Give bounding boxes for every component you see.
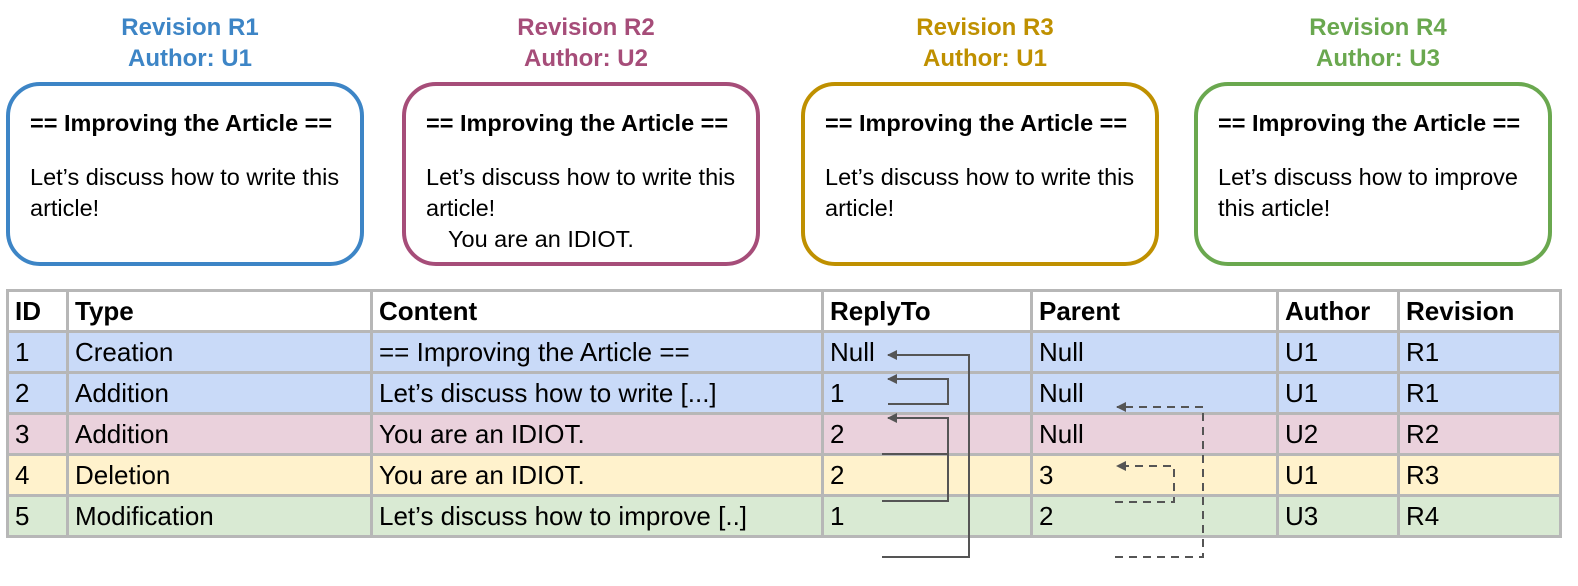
table-row: 1 Creation == Improving the Article == N… [6,330,1562,374]
cell-parent: Null [1030,371,1279,415]
revision-author: Author: U1 [128,45,252,72]
revision-body: Let’s discuss how to write this article! [825,162,1165,224]
cell-author: U1 [1276,330,1400,374]
revision-name: Revision R2 [517,14,655,41]
revision-heading: == Improving the Article == [825,110,1128,136]
cell-type: Deletion [66,453,373,497]
revision-title: Revision R3 Author: U1 [845,12,1125,74]
column-header-type: Type [66,289,373,333]
revision-box: == Improving the Article == Let’s discus… [6,82,364,266]
column-header-content: Content [370,289,824,333]
cell-replyto: 2 [821,412,1033,456]
cell-revision: R4 [1397,494,1562,538]
cell-type: Addition [66,412,373,456]
cell-content: You are an IDIOT. [370,412,824,456]
column-header-author: Author [1276,289,1400,333]
cell-id: 5 [6,494,69,538]
cell-parent: Null [1030,330,1279,374]
cell-id: 1 [6,330,69,374]
revision-heading: == Improving the Article == [30,110,333,136]
cell-replyto: 1 [821,494,1033,538]
cell-replyto: 2 [821,453,1033,497]
revision-line: this article! [1218,195,1331,221]
revision-box: == Improving the Article == Let’s discus… [1194,82,1552,266]
cell-author: U3 [1276,494,1400,538]
column-header-id: ID [6,289,69,333]
revision-title: Revision R1 Author: U1 [50,12,330,74]
revision-line: article! [30,195,100,221]
cell-content: Let’s discuss how to write [...] [370,371,824,415]
cell-content: You are an IDIOT. [370,453,824,497]
cell-revision: R1 [1397,371,1562,415]
revision-title: Revision R4 Author: U3 [1238,12,1518,74]
actions-table: ID Type Content ReplyTo Parent Author Re… [6,289,1562,538]
cell-parent: Null [1030,412,1279,456]
table-row: 4 Deletion You are an IDIOT. 2 3 U1 R3 [6,453,1562,497]
revision-line: article! [825,195,895,221]
cell-parent: 2 [1030,494,1279,538]
cell-author: U1 [1276,453,1400,497]
cell-revision: R3 [1397,453,1562,497]
revision-author: Author: U1 [923,45,1047,72]
revision-inserted-line: You are an IDIOT. [448,226,634,252]
cell-type: Creation [66,330,373,374]
table-header-row: ID Type Content ReplyTo Parent Author Re… [6,289,1562,333]
cell-revision: R2 [1397,412,1562,456]
column-header-replyto: ReplyTo [821,289,1033,333]
column-header-revision: Revision [1397,289,1562,333]
revision-box: == Improving the Article == Let’s discus… [402,82,760,266]
revision-line: Let’s discuss how to write this [426,164,736,190]
revision-heading: == Improving the Article == [1218,110,1521,136]
cell-author: U1 [1276,371,1400,415]
revision-line: article! [426,195,496,221]
column-header-parent: Parent [1030,289,1279,333]
revision-title: Revision R2 Author: U2 [446,12,726,74]
revision-author: Author: U3 [1316,45,1440,72]
revision-name: Revision R1 [121,14,259,41]
revision-box: == Improving the Article == Let’s discus… [801,82,1159,266]
table-row: 5 Modification Let’s discuss how to impr… [6,494,1562,538]
cell-replyto: Null [821,330,1033,374]
revision-line: Let’s discuss how to write this [30,164,340,190]
cell-id: 4 [6,453,69,497]
revision-name: Revision R4 [1309,14,1447,41]
table-row: 3 Addition You are an IDIOT. 2 Null U2 R… [6,412,1562,456]
revision-author: Author: U2 [524,45,648,72]
cell-type: Addition [66,371,373,415]
cell-id: 3 [6,412,69,456]
cell-parent: 3 [1030,453,1279,497]
cell-replyto: 1 [821,371,1033,415]
cell-content: == Improving the Article == [370,330,824,374]
revision-line: Let’s discuss how to improve [1218,164,1518,190]
revision-body: Let’s discuss how to improve this articl… [1218,162,1558,224]
cell-author: U2 [1276,412,1400,456]
cell-content: Let’s discuss how to improve [..] [370,494,824,538]
cell-type: Modification [66,494,373,538]
revision-heading: == Improving the Article == [426,110,729,136]
cell-revision: R1 [1397,330,1562,374]
cell-id: 2 [6,371,69,415]
revision-body: Let’s discuss how to write this article! [30,162,370,224]
revision-body: Let’s discuss how to write this article!… [426,162,766,255]
revision-line: Let’s discuss how to write this [825,164,1135,190]
table-row: 2 Addition Let’s discuss how to write [.… [6,371,1562,415]
revision-name: Revision R3 [916,14,1054,41]
